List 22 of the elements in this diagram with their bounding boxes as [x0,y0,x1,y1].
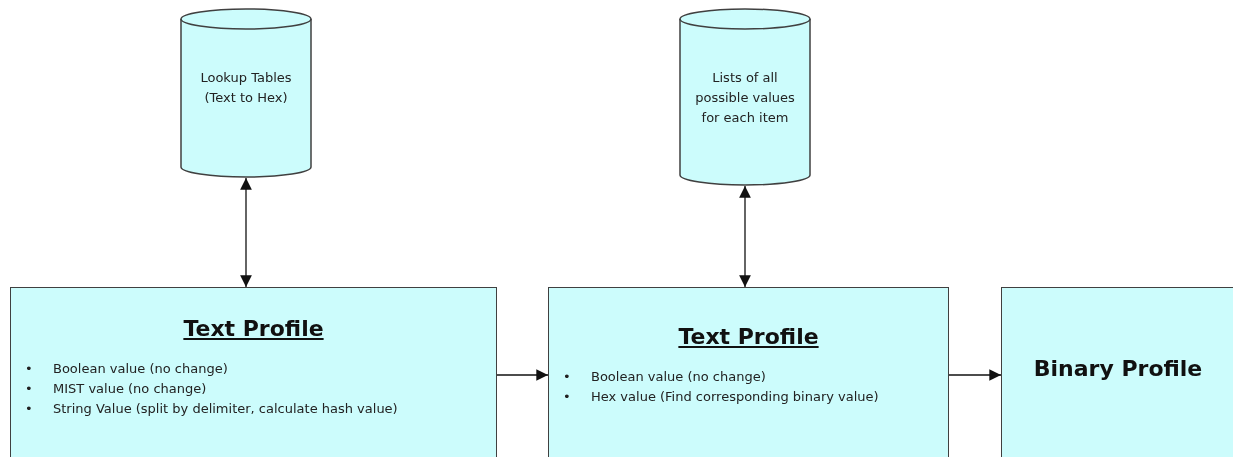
box-heading: Text Profile [677,324,820,349]
box-heading: Binary Profile [1032,356,1204,381]
bullet-item: String Value (split by delimiter, calculate hash value) [53,400,398,418]
bullet-item: Hex value (Find corresponding binary value) [591,388,879,406]
bullet-marker: • [25,400,34,418]
arrow [496,369,549,381]
cylinder-label: Lookup Tables (Text to Hex) [199,69,293,107]
process-box [1001,287,1233,457]
bullet-item: Boolean value (no change) [53,360,228,378]
cylinder-label: Lists of all possible values for each item [694,69,796,127]
bullet-marker: • [25,360,34,378]
arrow [948,369,1002,381]
bullet-item: Boolean value (no change) [591,368,766,386]
process-box [10,287,497,457]
bullet-item: MIST value (no change) [53,380,207,398]
bullet-marker: • [563,368,572,386]
bullet-marker: • [25,380,34,398]
bullet-marker: • [563,388,572,406]
box-heading: Text Profile [182,316,325,341]
arrow [739,185,751,288]
process-box [548,287,949,457]
arrow [240,177,252,288]
